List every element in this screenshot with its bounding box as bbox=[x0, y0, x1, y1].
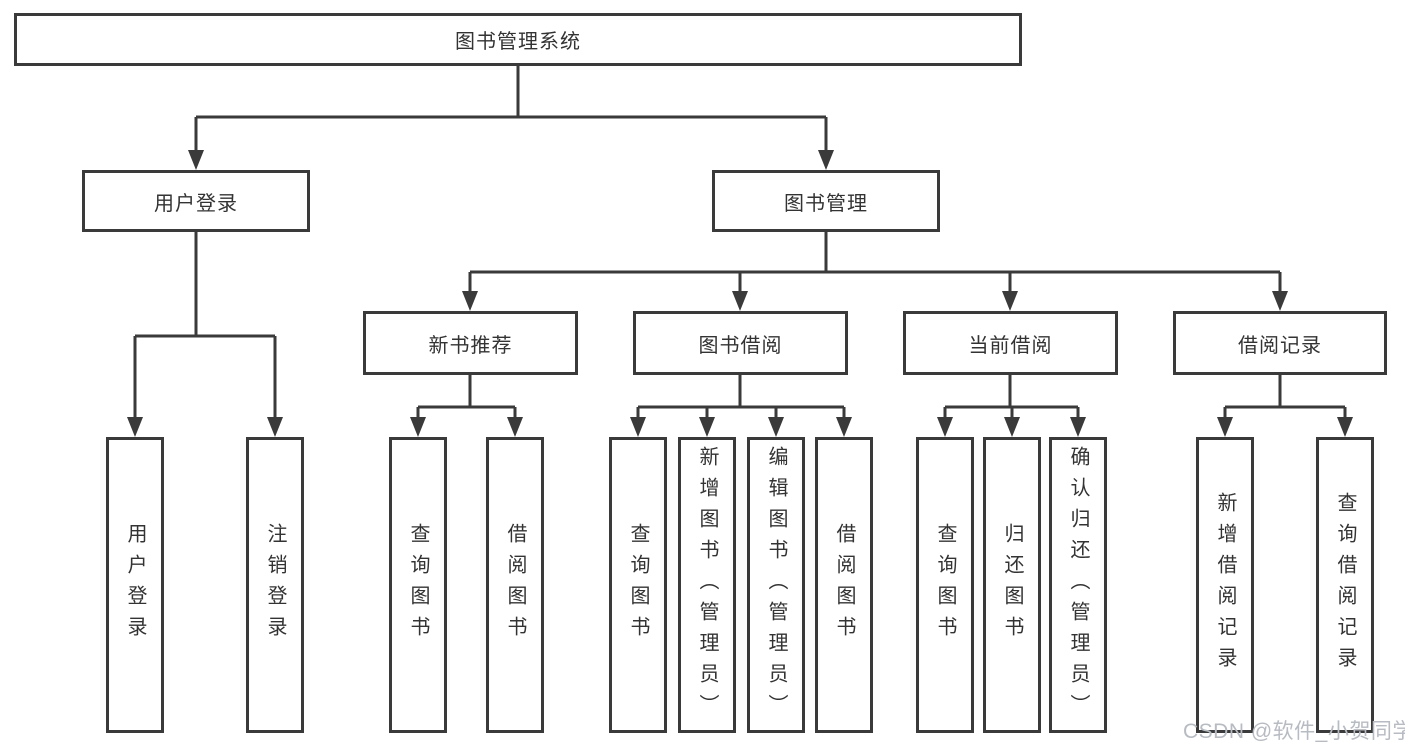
node-root-label: 图书管理系统 bbox=[455, 31, 581, 53]
leaf-borrow-books-recommend: 借阅图书 bbox=[486, 437, 544, 733]
leaf-borrow-books-borrow: 借阅图书 bbox=[815, 437, 873, 733]
leaf-add-borrow-record: 新增借阅记录 bbox=[1196, 437, 1254, 733]
node-book-borrow-label: 图书借阅 bbox=[698, 334, 783, 357]
node-user-login-label: 用户登录 bbox=[154, 192, 238, 215]
leaf-edit-book-admin: 编辑图书（管理员） bbox=[747, 437, 805, 733]
leaf-query-books-recommend: 查询图书 bbox=[389, 437, 447, 733]
node-book-borrow: 图书借阅 bbox=[633, 311, 848, 375]
leaf-add-book-admin: 新增图书（管理员） bbox=[678, 437, 736, 733]
leaf-query-books-current: 查询图书 bbox=[916, 437, 974, 733]
leaf-logout: 注销登录 bbox=[246, 437, 304, 733]
node-root: 图书管理系统 bbox=[14, 13, 1022, 66]
node-borrow-records: 借阅记录 bbox=[1173, 311, 1387, 375]
node-current-borrow-label: 当前借阅 bbox=[968, 334, 1053, 357]
leaf-query-books-borrow: 查询图书 bbox=[609, 437, 667, 733]
node-new-book-recommend: 新书推荐 bbox=[363, 311, 578, 375]
leaf-return-books: 归还图书 bbox=[983, 437, 1041, 733]
node-current-borrow: 当前借阅 bbox=[903, 311, 1118, 375]
node-borrow-records-label: 借阅记录 bbox=[1238, 334, 1322, 357]
leaf-query-borrow-record: 查询借阅记录 bbox=[1316, 437, 1374, 733]
node-new-book-recommend-label: 新书推荐 bbox=[428, 334, 513, 357]
node-book-management: 图书管理 bbox=[712, 170, 940, 232]
leaf-confirm-return-admin: 确认归还（管理员） bbox=[1049, 437, 1107, 733]
watermark-text: CSDN @软件_小贺同学 bbox=[1183, 720, 1405, 743]
leaf-user-login: 用户登录 bbox=[106, 437, 164, 733]
node-user-login: 用户登录 bbox=[82, 170, 310, 232]
node-book-management-label: 图书管理 bbox=[784, 192, 868, 215]
